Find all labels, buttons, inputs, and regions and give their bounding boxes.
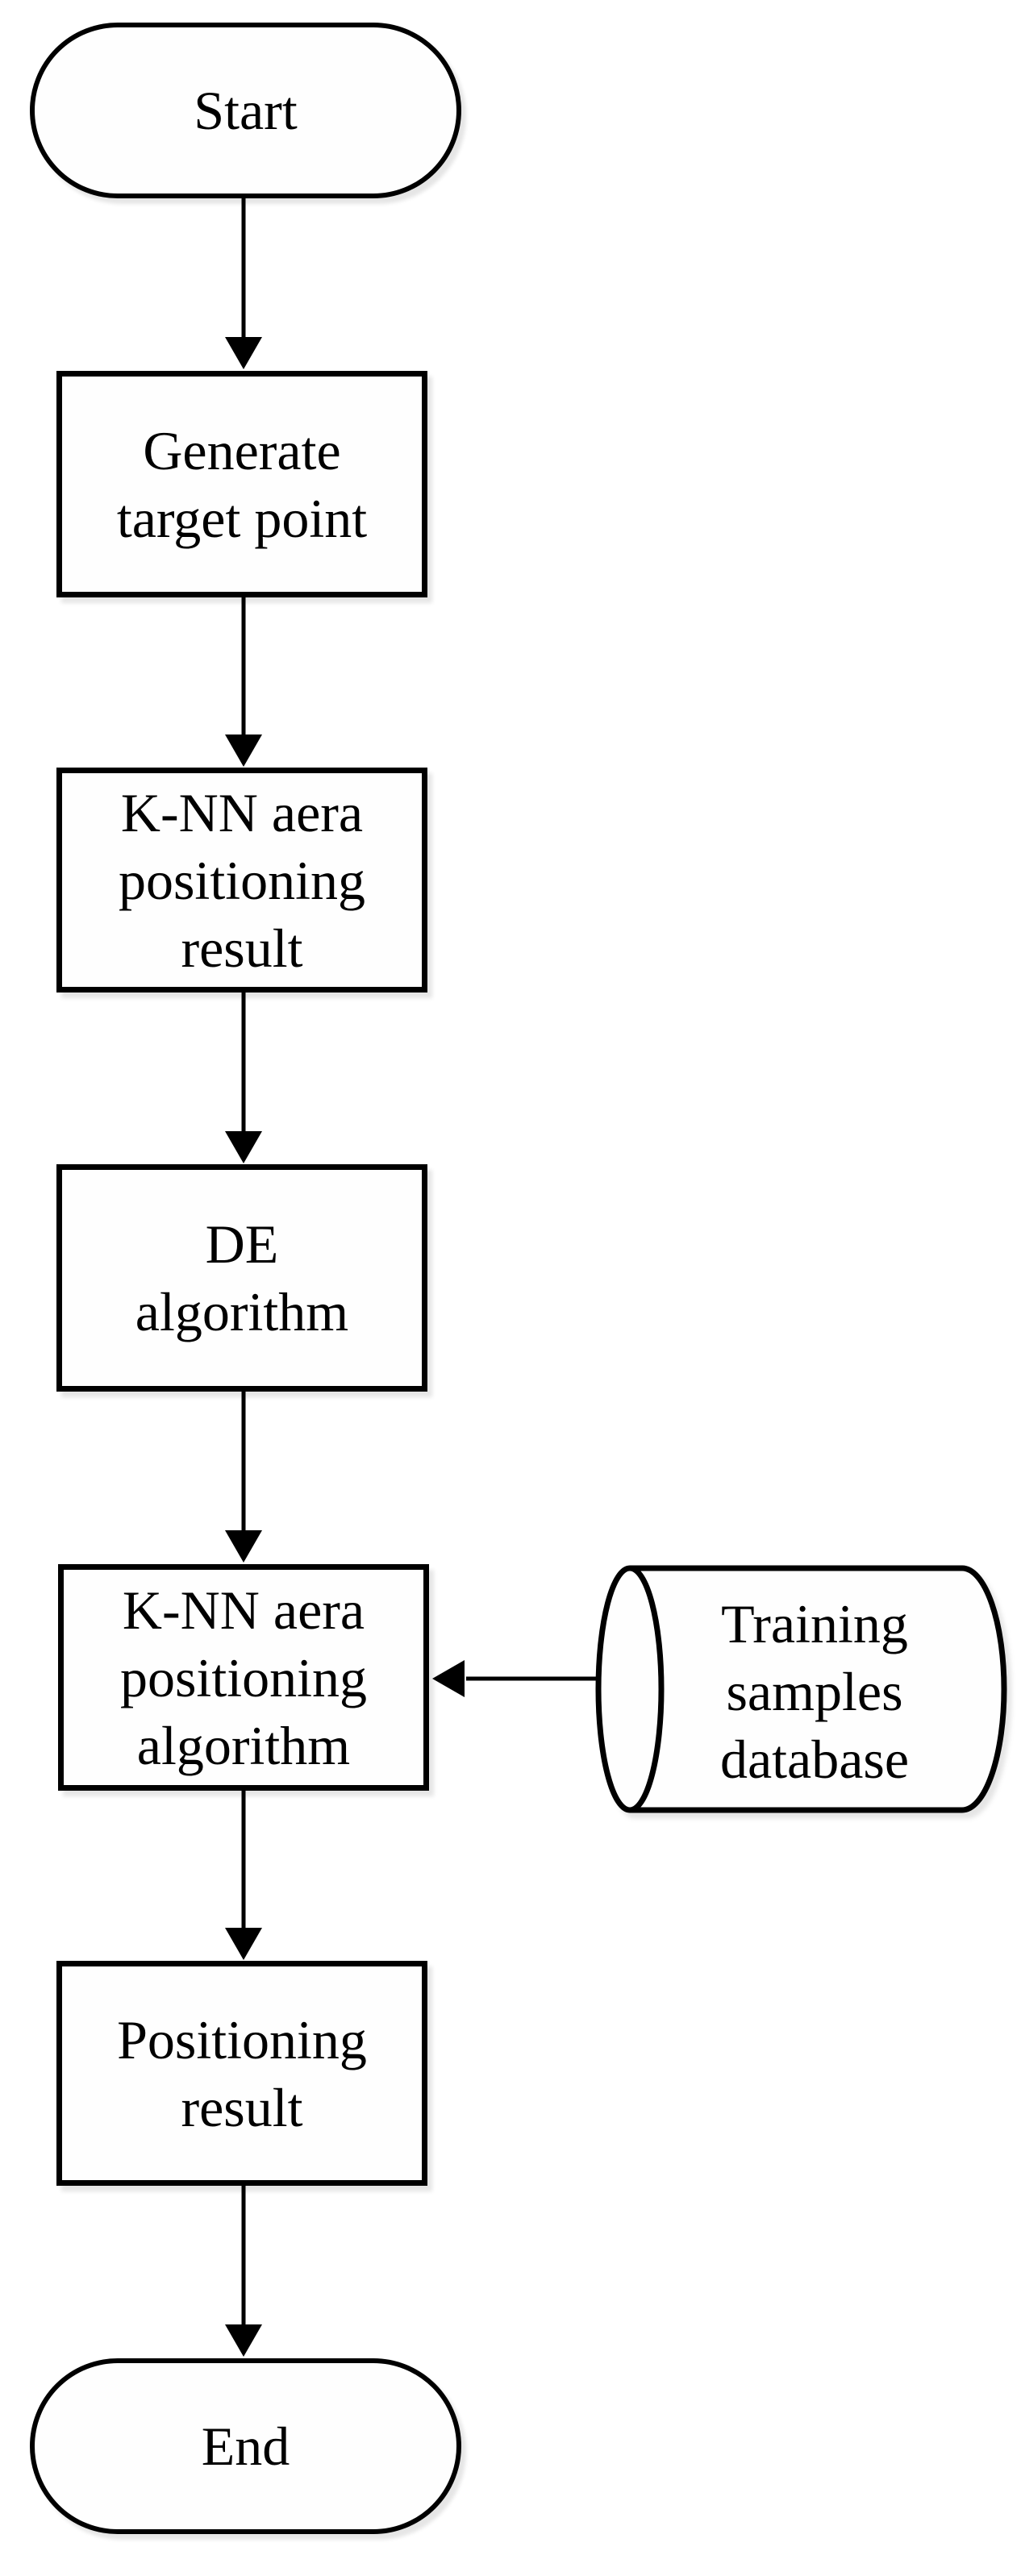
node-positioning-result: Positioning result [56, 1961, 427, 2186]
node-generate-target-point-line2: target point [116, 487, 368, 549]
database-cylinder-shape [595, 1565, 1007, 1813]
arrow-knn-result-to-de [225, 992, 262, 1163]
node-training-samples-database-line2: samples [726, 1660, 903, 1722]
node-knn-aera-positioning-result-line1: K-NN aera [120, 781, 364, 843]
node-generate-target-point: Generate target point [56, 371, 427, 597]
node-de-algorithm-line1: DE [205, 1213, 279, 1275]
node-knn-aera-positioning-result-line3: result [181, 917, 303, 979]
node-knn-aera-positioning-result-line2: positioning [118, 849, 366, 911]
arrow-positioning-result-to-end [225, 2185, 262, 2357]
node-knn-aera-positioning-result: K-NN aera positioning result [56, 768, 427, 993]
arrow-generate-to-knn-result [225, 597, 262, 767]
arrow-start-to-generate [225, 198, 262, 369]
node-de-algorithm-line2: algorithm [135, 1281, 349, 1342]
arrow-knn-algorithm-to-positioning-result [225, 1790, 262, 1960]
node-knn-aera-positioning-algorithm-line2: positioning [119, 1646, 368, 1708]
node-knn-aera-positioning-algorithm: K-NN aera positioning algorithm [58, 1564, 429, 1791]
node-knn-aera-positioning-algorithm-line3: algorithm [136, 1714, 351, 1776]
node-start: Start [30, 23, 461, 198]
node-start-label: Start [194, 80, 298, 141]
node-generate-target-point-line1: Generate [143, 419, 341, 481]
node-training-samples-database-line3: database [719, 1728, 910, 1790]
arrow-database-to-knn-algorithm [432, 1660, 598, 1697]
arrow-de-to-knn-algorithm [225, 1391, 262, 1563]
node-de-algorithm: DE algorithm [56, 1164, 427, 1392]
node-training-samples-database-line1: Training [721, 1592, 908, 1654]
node-knn-aera-positioning-algorithm-line1: K-NN aera [122, 1579, 365, 1641]
node-positioning-result-line2: result [181, 2076, 303, 2138]
node-end: End [30, 2358, 461, 2534]
node-end-label: End [201, 2416, 290, 2477]
node-training-samples-database: Training samples database [665, 1580, 964, 1802]
node-positioning-result-line1: Positioning [117, 2008, 367, 2070]
